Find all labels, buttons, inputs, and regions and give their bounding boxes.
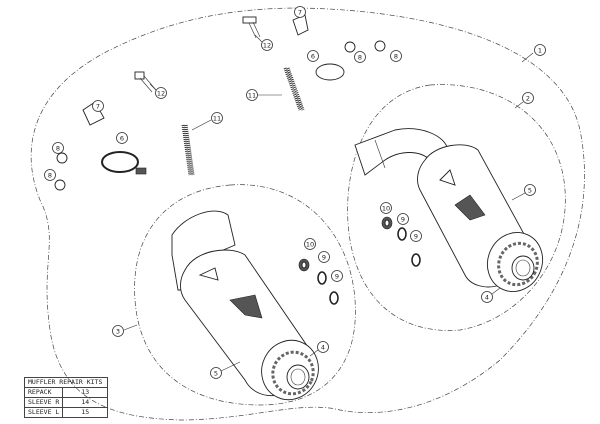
svg-text:8: 8	[56, 145, 60, 153]
kit-name: SLEEVE L	[23, 407, 64, 418]
right-hardware	[381, 216, 421, 267]
svg-text:11: 11	[213, 115, 221, 123]
svg-text:9: 9	[335, 273, 339, 281]
svg-text:4: 4	[485, 294, 489, 302]
callout-1: 1	[521, 44, 546, 63]
svg-text:8: 8	[394, 53, 398, 61]
svg-text:3: 3	[116, 328, 120, 336]
svg-text:6: 6	[311, 53, 315, 61]
kit-number: 14	[62, 397, 109, 408]
loose-parts	[54, 14, 386, 191]
svg-text:5: 5	[214, 370, 218, 378]
svg-text:9: 9	[401, 216, 405, 224]
callout-2: 2	[514, 92, 534, 109]
callout-8-a: 8	[52, 142, 64, 154]
svg-text:2: 2	[526, 95, 530, 103]
callout-6-right: 6	[307, 50, 319, 62]
callout-12-left: 12	[149, 83, 167, 99]
table-title: MUFFLER REPAIR KITS	[23, 377, 109, 388]
callout-7-right: 7	[294, 6, 306, 18]
svg-text:8: 8	[358, 54, 362, 62]
kit-name: REPACK	[23, 387, 64, 398]
callout-9-a: 9	[397, 213, 409, 225]
callout-9-d: 9	[331, 270, 343, 282]
svg-text:9: 9	[414, 233, 418, 241]
svg-text:6: 6	[120, 135, 124, 143]
callout-3: 3	[112, 324, 138, 337]
callout-5-right: 5	[511, 184, 536, 201]
svg-text:10: 10	[306, 241, 314, 249]
kit-boundary-right	[347, 84, 566, 331]
svg-text:1: 1	[538, 47, 542, 55]
callout-8-c: 8	[354, 51, 366, 63]
kit-name: SLEEVE R	[23, 397, 64, 408]
svg-text:11: 11	[248, 92, 256, 100]
callout-7-left: 7	[92, 100, 104, 112]
kit-boundary-left	[134, 184, 356, 406]
kit-boundary-outer	[30, 7, 585, 421]
callout-8-b: 8	[44, 169, 56, 181]
svg-text:8: 8	[48, 172, 52, 180]
svg-text:7: 7	[96, 103, 100, 111]
callout-9-b: 9	[410, 230, 422, 242]
callout-11-right: 11	[246, 89, 282, 101]
callout-12-right: 12	[254, 34, 273, 51]
svg-text:12: 12	[263, 42, 271, 50]
callout-6-left: 6	[116, 132, 128, 144]
svg-text:7: 7	[298, 9, 302, 17]
callout-8-d: 8	[390, 50, 402, 62]
callout-10-left: 10	[304, 238, 316, 250]
right-muffler	[354, 128, 544, 292]
callout-5-left: 5	[210, 361, 241, 379]
svg-text:5: 5	[528, 187, 532, 195]
left-muffler	[171, 210, 319, 401]
svg-text:10: 10	[382, 205, 390, 213]
svg-text:12: 12	[157, 90, 165, 98]
callout-11-left: 11	[191, 112, 223, 131]
callout-4-left: 4	[309, 341, 329, 357]
callout-9-c: 9	[318, 251, 330, 263]
kit-number: 13	[62, 387, 109, 398]
callout-10-right: 10	[380, 202, 392, 214]
callout-4-right: 4	[481, 287, 501, 303]
kit-number: 15	[62, 407, 109, 418]
left-hardware	[298, 258, 339, 305]
svg-text:9: 9	[322, 254, 326, 262]
svg-text:4: 4	[321, 344, 325, 352]
